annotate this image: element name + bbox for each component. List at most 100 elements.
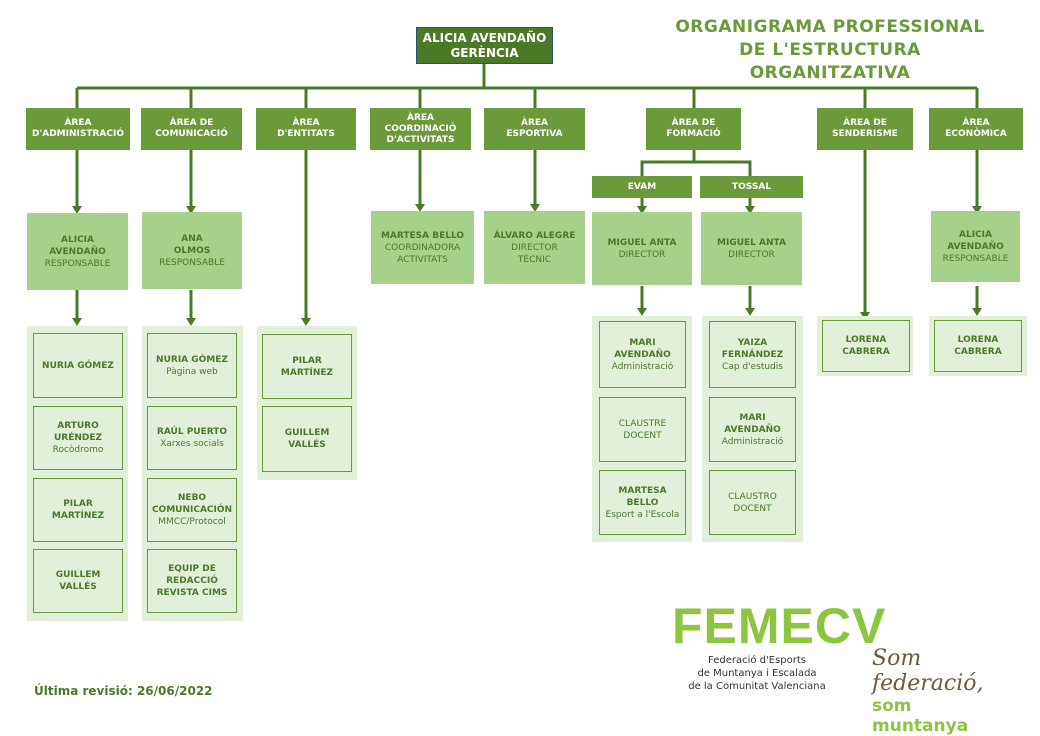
- last-revision: Última revisió: 26/06/2022: [34, 684, 213, 698]
- staff-name: CLAUSTRO: [728, 491, 777, 502]
- area-administracio: ÀREA D'ADMINISTRACIÓ: [26, 108, 130, 150]
- connector-lines: [72, 64, 982, 326]
- staff-card: GUILLEM VALLÉS: [262, 406, 352, 472]
- responsible-role: RESPONSABLE: [942, 253, 1009, 264]
- area-label: ÀREA: [962, 118, 990, 128]
- node-gerencia: ALICIA AVENDAÑO GERÈNCIA: [416, 27, 553, 64]
- staff-name: PILAR MARTÍNEZ: [280, 355, 334, 378]
- staff-name: DOCENT: [623, 430, 662, 441]
- staff-name: MARTESA BELLO: [618, 485, 667, 508]
- slogan-line-1: Som federació,: [872, 646, 984, 696]
- area-label: ÀREA DE: [843, 118, 887, 128]
- staff-card: MARTESA BELLO Esport a l'Escola: [599, 470, 686, 535]
- staff-card: NEBO COMUNICACIÓN MMCC/Protocol: [147, 478, 237, 542]
- responsible-role: DIRECTOR: [511, 242, 558, 253]
- staff-card: YAIZA FERNÁNDEZ Cap d'estudis: [709, 321, 796, 388]
- responsible-name: ANA: [181, 233, 203, 244]
- slogan-line-2: som muntanya: [872, 696, 969, 736]
- slogan: Som federació, som muntanya: [872, 646, 1012, 736]
- responsible-economica: ALICIA AVENDAÑO RESPONSABLE: [931, 211, 1020, 282]
- logo-line-2: de Muntanya i Escalada: [697, 668, 817, 679]
- gerencia-role: GERÈNCIA: [450, 45, 519, 60]
- staff-role: Pàgina web: [166, 366, 218, 377]
- title-line-1: ORGANIGRAMA PROFESSIONAL: [675, 17, 985, 37]
- staff-card: PILAR MARTÍNEZ: [33, 478, 123, 542]
- subarea-evam: EVAM: [592, 176, 692, 198]
- area-formacio: ÀREA DE FORMACIÓ: [646, 108, 741, 150]
- responsible-administracio: ALICIA AVENDAÑO RESPONSABLE: [27, 213, 128, 290]
- responsible-name: MIGUEL ANTA: [607, 237, 677, 248]
- area-economica: ÀREA ECONÒMICA: [929, 108, 1023, 150]
- staff-name: YAIZA: [737, 337, 768, 348]
- staff-name: PILAR MARTÍNEZ: [51, 499, 105, 521]
- responsible-name: ÁLVARO ALEGRE: [493, 230, 576, 241]
- area-comunicacio: ÀREA DE COMUNICACIÓ: [141, 108, 242, 150]
- staff-name: NEBO: [177, 493, 207, 503]
- staff-name: AVENDAÑO: [724, 424, 781, 435]
- staff-name: GUILLEM: [55, 570, 101, 580]
- responsible-name: AVENDAÑO: [49, 246, 106, 257]
- staff-name: CABRERA: [842, 347, 890, 357]
- area-entitats: ÀREA D'ENTITATS: [256, 108, 356, 150]
- responsible-role: TÈCNIC: [517, 254, 552, 265]
- staff-name: CLAUSTRE: [618, 418, 667, 429]
- chart-title: ORGANIGRAMA PROFESSIONAL DE L'ESTRUCTURA…: [660, 16, 1000, 85]
- area-label: ESPORTIVA: [506, 129, 563, 139]
- staff-name: RAÚL PUERTO: [156, 427, 228, 437]
- staff-name: AVENDAÑO: [614, 349, 671, 360]
- staff-card: MARI AVENDAÑO Administració: [709, 397, 796, 462]
- staff-name: NURIA GÓMEZ: [42, 360, 114, 371]
- staff-card: NURIA GÓMEZ: [33, 333, 123, 398]
- staff-role: Administració: [721, 436, 784, 447]
- staff-card: MARI AVENDAÑO Administració: [599, 321, 686, 388]
- staff-role: MMCC/Protocol: [158, 517, 226, 527]
- staff-role: Rocòdromo: [52, 445, 104, 455]
- area-label: SENDERISME: [832, 129, 898, 139]
- responsible-name: MARTESA BELLO: [380, 230, 465, 241]
- responsible-esportiva: ÁLVARO ALEGRE DIRECTOR TÈCNIC: [484, 211, 585, 284]
- staff-name: URÉNDEZ: [53, 433, 103, 443]
- staff-card: ARTURO URÉNDEZ Rocòdromo: [33, 406, 123, 470]
- staff-role: Esport a l'Escola: [605, 509, 680, 520]
- responsible-tossal: MIGUEL ANTA DIRECTOR: [701, 212, 802, 285]
- staff-name: EQUIP DE: [168, 564, 216, 574]
- staff-name: VALLÉS: [59, 582, 97, 592]
- responsible-role: RESPONSABLE: [44, 258, 111, 269]
- area-label: ÀREA DE: [671, 118, 716, 128]
- area-label: ÀREA DE: [169, 118, 214, 128]
- staff-card: GUILLEM VALLÉS: [33, 549, 123, 613]
- area-label: COMUNICACIÓ: [155, 129, 228, 139]
- responsible-role: COORDINADORA: [384, 242, 461, 253]
- staff-card: EQUIP DE REDACCIÓ REVISTA CIMS: [147, 549, 237, 613]
- title-line-2: DE L'ESTRUCTURA ORGANITZATIVA: [739, 40, 921, 83]
- area-senderisme: ÀREA DE SENDERISME: [817, 108, 913, 150]
- logo-name: FEMECV: [672, 598, 887, 654]
- area-label: ÀREA: [406, 112, 434, 123]
- staff-name: DOCENT: [733, 503, 772, 514]
- responsible-name: ALICIA: [61, 234, 94, 245]
- responsible-evam: MIGUEL ANTA DIRECTOR: [592, 212, 692, 285]
- responsible-coordinacio: MARTESA BELLO COORDINADORA ACTIVITATS: [371, 211, 474, 284]
- area-label: ÀREA: [292, 118, 320, 128]
- staff-name: NURIA GÓMEZ: [156, 354, 228, 365]
- responsible-name: AVENDAÑO: [947, 241, 1004, 252]
- staff-name: FERNÁNDEZ: [721, 349, 784, 360]
- area-label: COORDINACIÓ: [384, 123, 457, 134]
- responsible-role: DIRECTOR: [618, 249, 666, 260]
- area-label: FORMACIÓ: [666, 129, 721, 139]
- staff-name: REDACCIÓ: [166, 576, 218, 586]
- subarea-tossal: TOSSAL: [700, 176, 803, 198]
- logo-line-3: de la Comunitat Valenciana: [688, 681, 826, 692]
- gerencia-name: ALICIA AVENDAÑO: [422, 30, 547, 45]
- responsible-comunicacio: ANA OLMOS RESPONSABLE: [142, 212, 242, 289]
- staff-card: CLAUSTRE DOCENT: [599, 397, 686, 462]
- area-label: D'ACTIVITATS: [386, 134, 455, 145]
- staff-card: NURIA GÓMEZ Pàgina web: [147, 333, 237, 398]
- area-label: D'ADMINISTRACIÓ: [32, 129, 124, 139]
- area-esportiva: ÀREA ESPORTIVA: [484, 108, 585, 150]
- staff-name: CABRERA: [954, 347, 1002, 357]
- area-label: ECONÒMICA: [945, 129, 1007, 139]
- staff-role: Administració: [611, 361, 674, 372]
- staff-card: LORENA CABRERA: [934, 320, 1022, 372]
- staff-name: MARI: [739, 412, 766, 423]
